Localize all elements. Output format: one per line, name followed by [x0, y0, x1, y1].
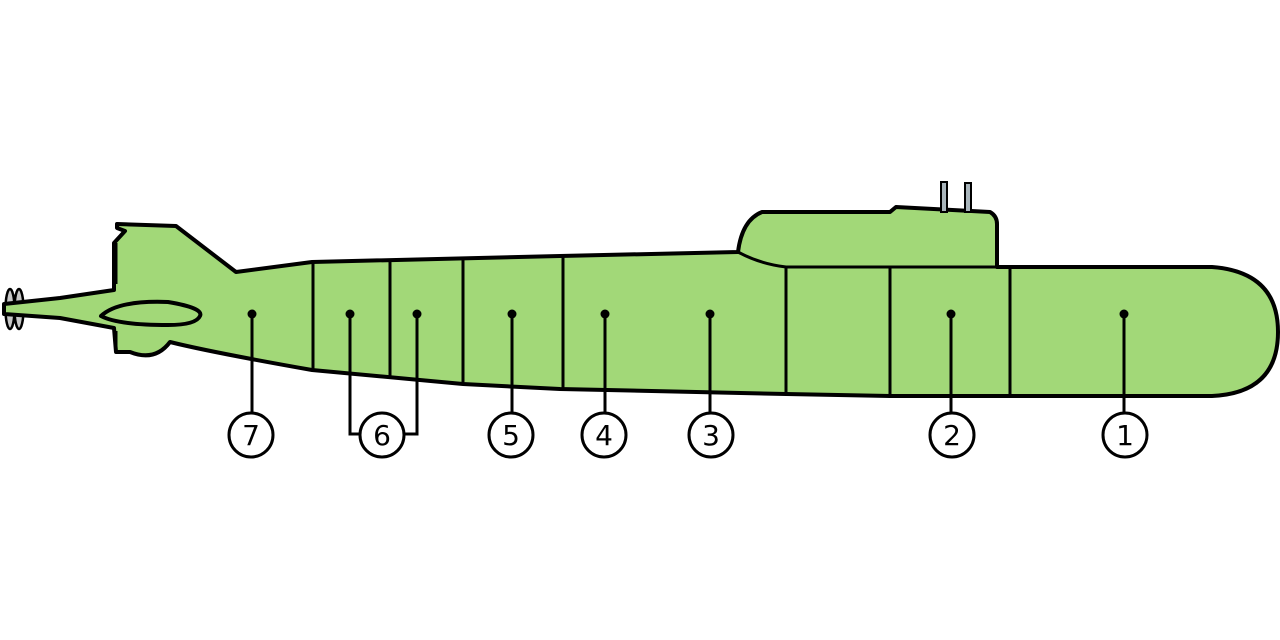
callout-6: 6 [358, 411, 406, 459]
callout-1: 1 [1101, 411, 1149, 459]
mast-right [964, 182, 972, 213]
callout-label: 5 [502, 419, 520, 452]
callout-4: 4 [580, 411, 628, 459]
stern-plane [99, 299, 203, 327]
callout-label: 3 [702, 419, 720, 452]
leader-dots [247, 309, 1129, 319]
callout-7: 7 [227, 411, 275, 459]
callout-2: 2 [928, 411, 976, 459]
compartment-bulkheads [311, 256, 1012, 398]
callout-label: 2 [943, 419, 961, 452]
submarine-hull [2, 205, 1280, 398]
callout-3: 3 [687, 411, 735, 459]
callout-label: 7 [242, 419, 260, 452]
leader-lines [250, 314, 1126, 436]
mast-left [940, 181, 948, 213]
callout-label: 6 [373, 419, 391, 452]
callout-label: 4 [595, 419, 613, 452]
callout-label: 1 [1116, 419, 1134, 452]
callout-5: 5 [487, 411, 535, 459]
